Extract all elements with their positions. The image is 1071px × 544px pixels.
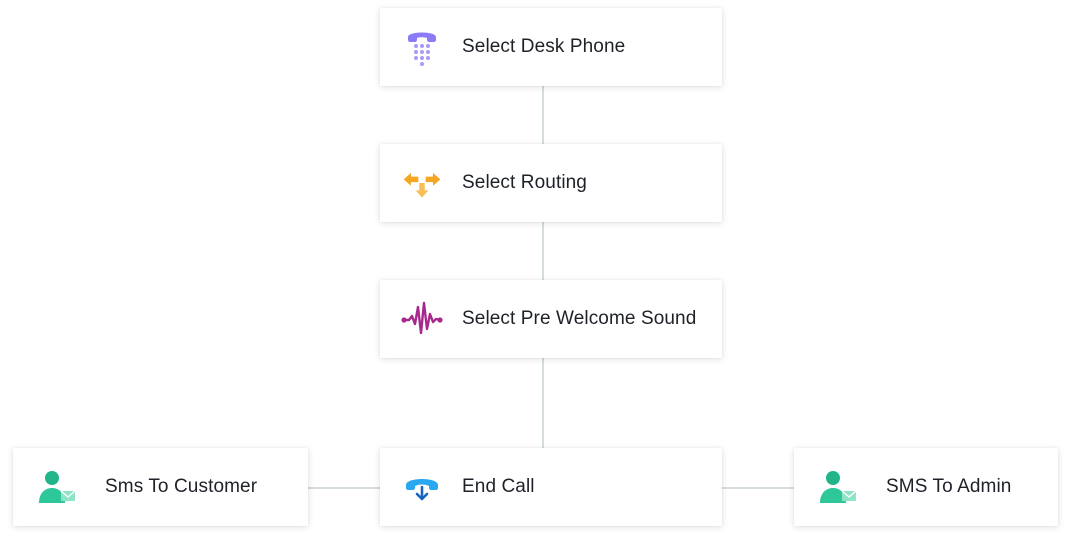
node-select-pre-welcome-sound[interactable]: Select Pre Welcome Sound bbox=[380, 280, 722, 358]
node-end-call[interactable]: End Call bbox=[380, 448, 722, 526]
node-sms-to-admin[interactable]: SMS To Admin bbox=[794, 448, 1058, 526]
node-select-routing[interactable]: Select Routing bbox=[380, 144, 722, 222]
node-label: SMS To Admin bbox=[886, 476, 1012, 497]
connector-routing-sound bbox=[542, 222, 544, 280]
connector-customer-end-call bbox=[308, 487, 380, 489]
desk-phone-icon bbox=[400, 27, 444, 67]
connector-end-call-admin bbox=[722, 487, 794, 489]
node-label: End Call bbox=[462, 476, 535, 497]
connector-sound-end-call bbox=[542, 358, 544, 448]
node-label: Select Routing bbox=[462, 172, 587, 193]
routing-arrows-icon bbox=[400, 163, 444, 203]
user-message-icon bbox=[816, 467, 860, 507]
node-label: Select Pre Welcome Sound bbox=[462, 308, 697, 329]
sound-wave-icon bbox=[400, 299, 444, 339]
node-select-desk-phone[interactable]: Select Desk Phone bbox=[380, 8, 722, 86]
user-message-icon bbox=[35, 467, 79, 507]
end-call-icon bbox=[400, 467, 444, 507]
node-sms-to-customer[interactable]: Sms To Customer bbox=[13, 448, 308, 526]
node-label: Sms To Customer bbox=[105, 476, 258, 497]
node-label: Select Desk Phone bbox=[462, 36, 626, 57]
connector-desk-phone-routing bbox=[542, 86, 544, 144]
